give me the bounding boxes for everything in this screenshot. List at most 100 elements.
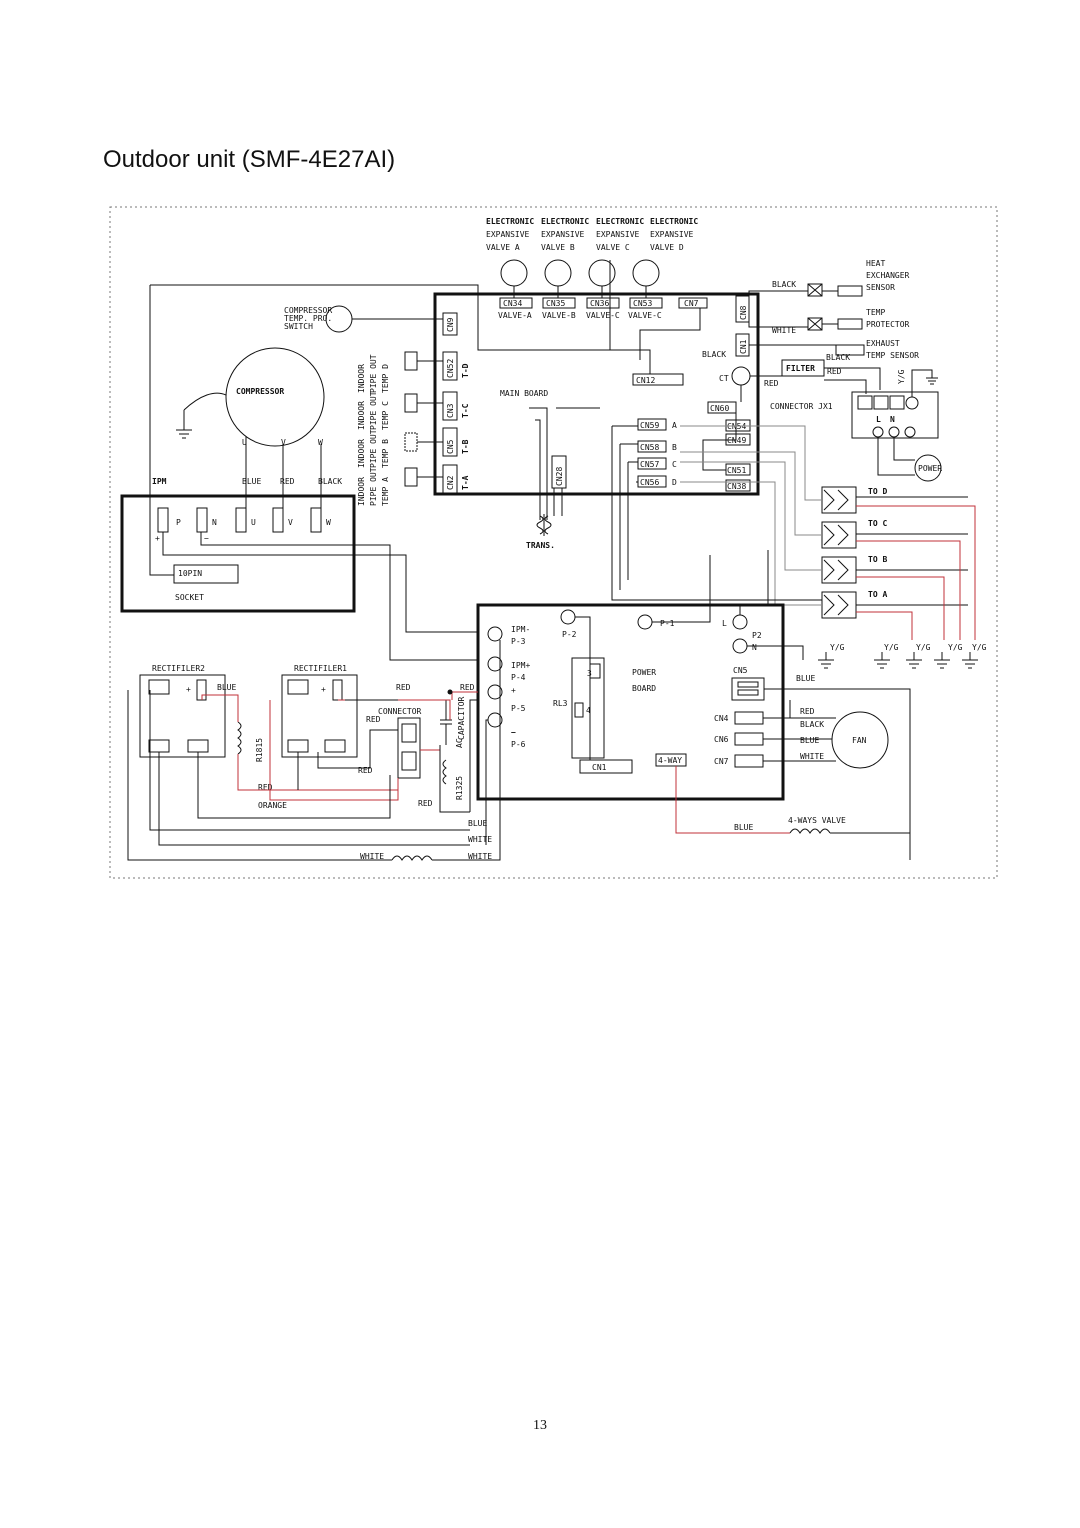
ipm-w: W: [326, 518, 331, 527]
compressor: COMPRESSOR U V W COMPRESSOR TEMP. PRO. S…: [149, 284, 651, 510]
cn35: CN35: [546, 299, 565, 308]
pb-label-2: BOARD: [632, 684, 656, 693]
prot-1: TEMP: [866, 308, 885, 317]
ipm-blue: BLUE: [242, 477, 261, 486]
rect-white-1: WHITE: [468, 835, 492, 844]
indoor-outputs: TO D TO C TO B TO A: [611, 425, 976, 640]
yg-3: Y/G: [916, 643, 931, 652]
socket-label: SOCKET: [175, 593, 204, 602]
rect-white-2: WHITE: [360, 852, 384, 861]
temp-d-3: TEMP D: [381, 364, 390, 393]
wire-red-f2: RED: [827, 367, 842, 376]
pb-cn4: CN4: [714, 714, 729, 723]
ac-label: AC: [455, 738, 464, 748]
socket-10pin: 10PIN: [178, 569, 202, 578]
valve-a-coil: [500, 259, 528, 287]
page-title: Outdoor unit (SMF-4E27AI): [103, 146, 396, 173]
ct-coil: [731, 366, 751, 386]
connector-label: CONNECTOR: [378, 707, 422, 716]
pb-ipm-minus: IPM-: [511, 625, 530, 634]
pb-p5: P-5: [511, 704, 526, 713]
temp-b-3: TEMP B: [381, 439, 390, 468]
exhaust-1: EXHAUST: [866, 339, 900, 348]
heat-2: EXCHANGER: [866, 271, 910, 280]
pb-cn7: CN7: [714, 757, 729, 766]
wire-black-1: BLACK: [772, 280, 796, 289]
pb-p1: P-1: [660, 619, 675, 628]
main-board-connectors: CN34 CN35 CN36 CN53 CN7 VALVE-A VALVE-B …: [442, 295, 751, 494]
rect-red-2: RED: [460, 683, 475, 692]
t-b: T-B: [461, 439, 470, 454]
connector-jx1: CONNECTOR JX1: [770, 402, 833, 411]
to-d: TO D: [868, 487, 887, 496]
temp-a-1: INDOOR: [357, 477, 366, 506]
pb-l: L: [722, 619, 727, 628]
pb-p3: P-3: [511, 637, 526, 646]
to-b: TO B: [868, 555, 887, 564]
switch-2: TEMP. PRO.: [284, 314, 332, 323]
pb-p2: P2: [752, 631, 762, 640]
temp-b-2: PIPE OUT: [369, 429, 378, 468]
wire-white-1: WHITE: [772, 326, 796, 335]
cn28: CN28: [555, 467, 564, 486]
temp-c-1: INDOOR: [357, 401, 366, 430]
pb-n: N: [752, 643, 757, 652]
ipm-socket: [173, 564, 239, 584]
t-d: T-D: [461, 363, 470, 378]
cn57: CN57: [640, 460, 659, 469]
valve-d-line1: ELECTRONIC: [650, 217, 698, 226]
temp-a-3: TEMP A: [381, 477, 390, 506]
t-a: T-A: [461, 475, 470, 490]
fan-motor: [831, 711, 889, 769]
valve-b-sub: VALVE-B: [542, 311, 576, 320]
fan-black: BLACK: [800, 720, 824, 729]
transformer: TRANS.: [526, 407, 600, 550]
ipm-module: IPM BLUE RED BLACK P N U V W + − 10PIN S…: [120, 477, 478, 661]
pb-p2-left: P-2: [562, 630, 577, 639]
valve-b-line3: VALVE B: [541, 243, 575, 252]
relay-rl3: [571, 657, 605, 759]
cn53: CN53: [633, 299, 652, 308]
power-board: [476, 603, 785, 801]
valve-d-coil: [632, 259, 660, 287]
valve-a-line3: VALVE A: [486, 243, 520, 252]
pb-cn5: CN5: [733, 666, 748, 675]
fan-white: WHITE: [800, 752, 824, 761]
valve-c-line1: ELECTRONIC: [596, 217, 644, 226]
letter-c: C: [672, 460, 677, 469]
cn1-main: CN1: [739, 339, 748, 354]
cn59: CN59: [640, 421, 659, 430]
heat-1: HEAT: [866, 259, 885, 268]
ipm-box: [120, 494, 356, 613]
heat-3: SENSOR: [866, 283, 895, 292]
temp-b-1: INDOOR: [357, 439, 366, 468]
diagram-frame: [109, 206, 998, 879]
ct-label: CT: [719, 374, 729, 383]
cn5: CN5: [446, 439, 455, 454]
compressor-v: V: [281, 438, 286, 447]
rect-blue-2: BLUE: [468, 819, 487, 828]
valve-d-line3: VALVE D: [650, 243, 684, 252]
valve-a-sub: VALVE-A: [498, 311, 532, 320]
valve-c-line3: VALVE C: [596, 243, 630, 252]
letter-a: A: [672, 421, 677, 430]
pb-label-1: POWER: [632, 668, 656, 677]
indoor-temp-sensors: INDOOR PIPE OUT TEMP D INDOOR PIPE OUT T…: [357, 351, 443, 506]
t-c: T-C: [461, 403, 470, 418]
wire-red-f: RED: [764, 379, 779, 388]
fan-blue-1: BLUE: [796, 674, 815, 683]
ipm-plus: +: [155, 534, 160, 543]
temp-d-2: PIPE OUT: [369, 354, 378, 393]
power-label: POWER: [918, 464, 942, 473]
valve-d-sub: VALVE-C: [628, 311, 662, 320]
yg-4: Y/G: [948, 643, 963, 652]
yg-5: Y/G: [972, 643, 987, 652]
ipm-n: N: [212, 518, 217, 527]
pb-p6: P-6: [511, 740, 526, 749]
pb-ipm-plus: IPM+: [511, 661, 530, 670]
cn56: CN56: [640, 478, 659, 487]
cn36: CN36: [590, 299, 609, 308]
expansion-valves: ELECTRONIC ELECTRONIC ELECTRONIC ELECTRO…: [486, 217, 698, 298]
cn12: CN12: [636, 376, 655, 385]
